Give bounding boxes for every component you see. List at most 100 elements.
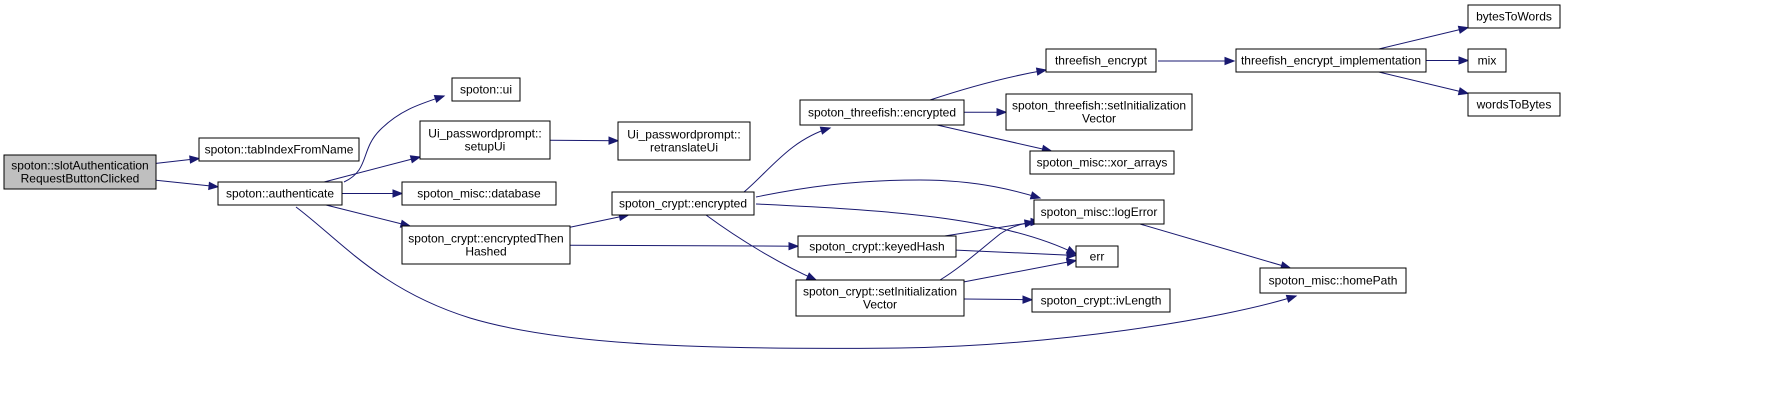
node-box[interactable] (1031, 288, 1171, 313)
node-label: Vector (863, 298, 897, 312)
node-box[interactable] (797, 235, 957, 258)
function-node[interactable]: spoton_crypt::ivLength (1031, 288, 1171, 313)
node-label: Ui_passwordprompt:: (627, 128, 740, 142)
node-label: Vector (1082, 112, 1116, 126)
function-node[interactable]: spoton_misc::logError (1033, 199, 1165, 225)
edge-n0-n2 (155, 179, 220, 191)
edges-layer (155, 25, 1470, 349)
edge-n6-n10 (569, 241, 800, 251)
node-label: spoton::authenticate (226, 187, 334, 201)
arrowhead (1224, 56, 1236, 66)
node-label: spoton_misc::database (417, 187, 541, 201)
node-box[interactable] (401, 225, 571, 265)
edge-n2-n3 (343, 94, 446, 183)
function-node[interactable]: spoton::authenticate (217, 181, 343, 206)
node-label: spoton_misc::logError (1041, 205, 1158, 219)
function-node[interactable]: threefish_encrypt (1045, 48, 1157, 73)
function-node[interactable]: wordsToBytes (1467, 92, 1561, 117)
node-label: spoton::ui (460, 83, 512, 97)
node-box[interactable] (1467, 92, 1561, 117)
arrowhead (1035, 67, 1048, 76)
arrowhead (805, 272, 818, 281)
node-box[interactable] (451, 77, 521, 102)
function-node[interactable]: spoton_crypt::encrypted (611, 191, 755, 216)
arrowhead (1457, 87, 1470, 96)
node-box[interactable] (1235, 48, 1427, 73)
node-label: spoton_crypt::ivLength (1041, 294, 1162, 308)
arrowhead (1457, 25, 1470, 34)
function-node[interactable]: Ui_passwordprompt::setupUi (419, 120, 551, 160)
edge-n14-n18 (963, 295, 1034, 304)
node-label: spoton_crypt::encryptedThen (408, 232, 563, 246)
function-node[interactable]: err (1075, 245, 1119, 268)
node-label: spoton::tabIndexFromName (205, 143, 354, 157)
arrowhead (1458, 56, 1470, 65)
node-label: wordsToBytes (1476, 98, 1552, 112)
node-box[interactable] (617, 121, 751, 161)
node-box[interactable] (1045, 48, 1157, 73)
node-label: spoton::slotAuthentication (11, 159, 148, 173)
node-box[interactable] (795, 279, 965, 317)
node-box[interactable] (611, 191, 755, 216)
node-label: mix (1478, 54, 1497, 68)
arrowhead (1029, 191, 1042, 200)
node-label: spoton_crypt::keyedHash (809, 240, 944, 254)
node-label: spoton_threefish::setInitialization (1012, 99, 1186, 113)
node-label: spoton_crypt::encrypted (619, 197, 747, 211)
node-label: setupUi (465, 140, 506, 154)
node-box[interactable] (217, 181, 343, 206)
node-box[interactable] (198, 137, 360, 162)
function-node[interactable]: spoton_misc::database (401, 181, 557, 206)
node-label: spoton_misc::xor_arrays (1037, 156, 1168, 170)
node-box[interactable] (401, 181, 557, 206)
node-box[interactable] (1467, 4, 1561, 29)
node-box[interactable] (3, 154, 157, 190)
node-label: Hashed (465, 245, 506, 259)
node-box[interactable] (419, 120, 551, 160)
edge-n9-n12 (755, 179, 1042, 200)
node-box[interactable] (1075, 245, 1119, 268)
function-node[interactable]: spoton_threefish::encrypted (799, 99, 965, 126)
edge-n2-n7 (295, 206, 1298, 349)
function-node[interactable]: Ui_passwordprompt::retranslateUi (617, 121, 751, 161)
node-label: spoton_threefish::encrypted (808, 106, 956, 120)
node-label: spoton_misc::homePath (1269, 274, 1398, 288)
function-node[interactable]: spoton::ui (451, 77, 521, 102)
node-box[interactable] (799, 99, 965, 126)
node-box[interactable] (1005, 93, 1193, 131)
edge-n11-n16 (963, 107, 1008, 117)
arrowhead (189, 155, 201, 164)
edge-n15-n19 (1158, 56, 1236, 66)
function-node[interactable]: mix (1467, 48, 1507, 73)
edge-n19-n21 (1426, 56, 1470, 65)
function-node[interactable]: spoton_misc::homePath (1259, 267, 1407, 294)
arrowhead (1066, 250, 1078, 260)
nodes-layer: spoton::slotAuthenticationRequestButtonC… (3, 4, 1561, 317)
function-node[interactable]: spoton::slotAuthenticationRequestButtonC… (3, 154, 157, 190)
arrowhead (1065, 258, 1078, 267)
arrowhead (608, 136, 620, 145)
edge-n2-n6 (325, 204, 412, 228)
arrowhead (409, 155, 422, 164)
function-node[interactable]: spoton::tabIndexFromName (198, 137, 360, 162)
function-node[interactable]: spoton_threefish::setInitializationVecto… (1005, 93, 1193, 131)
node-label: RequestButtonClicked (21, 172, 140, 186)
function-node[interactable]: threefish_encrypt_implementation (1235, 48, 1427, 73)
arrowhead (996, 107, 1008, 117)
edge-n11-n15 (929, 67, 1048, 101)
edge-n14-n13 (963, 258, 1078, 283)
node-box[interactable] (1467, 48, 1507, 73)
function-node[interactable]: spoton_misc::xor_arrays (1029, 150, 1175, 175)
function-node[interactable]: bytesToWords (1467, 4, 1561, 29)
arrowhead (208, 181, 220, 191)
function-node[interactable]: spoton_crypt::keyedHash (797, 235, 957, 258)
edge-n12-n7 (1139, 223, 1292, 270)
node-box[interactable] (1259, 267, 1407, 294)
node-label: err (1090, 250, 1105, 264)
node-box[interactable] (1033, 199, 1165, 225)
node-box[interactable] (1029, 150, 1175, 175)
edge-n2-n4 (323, 155, 422, 183)
